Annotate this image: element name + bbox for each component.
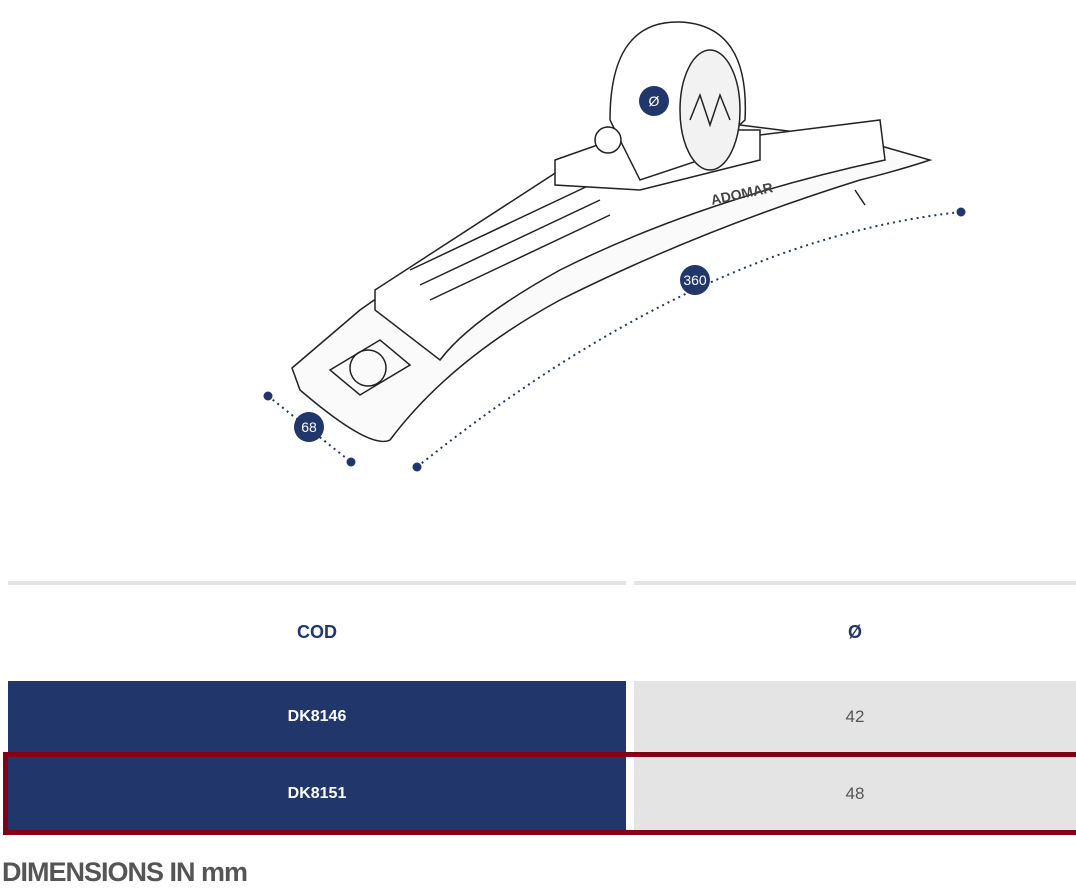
length-label: 360 [683, 272, 707, 288]
product-drawing: ADOMAR Ø 360 68 [263, 21, 966, 472]
width-badge: 68 [294, 412, 324, 442]
diameter-cell: 48 [634, 757, 1076, 830]
diameter-label: Ø [649, 93, 660, 109]
highlighted-row-outline [3, 752, 1076, 835]
header-divider [8, 581, 626, 585]
length-badge: 360 [680, 265, 710, 295]
header-divider [634, 581, 1076, 585]
diameter-badge: Ø [639, 86, 669, 116]
product-outline [291, 21, 933, 443]
width-label: 68 [301, 419, 317, 435]
column-header-diameter: Ø [847, 622, 862, 642]
cod-cell: DK8151 [8, 757, 626, 830]
dimensions-title: DIMENSIONS IN mm [2, 857, 248, 887]
column-header-cod: COD [297, 622, 337, 642]
dimension-markers [263, 207, 966, 472]
diameter-cell: 42 [634, 681, 1076, 752]
cod-cell: DK8146 [8, 681, 626, 752]
